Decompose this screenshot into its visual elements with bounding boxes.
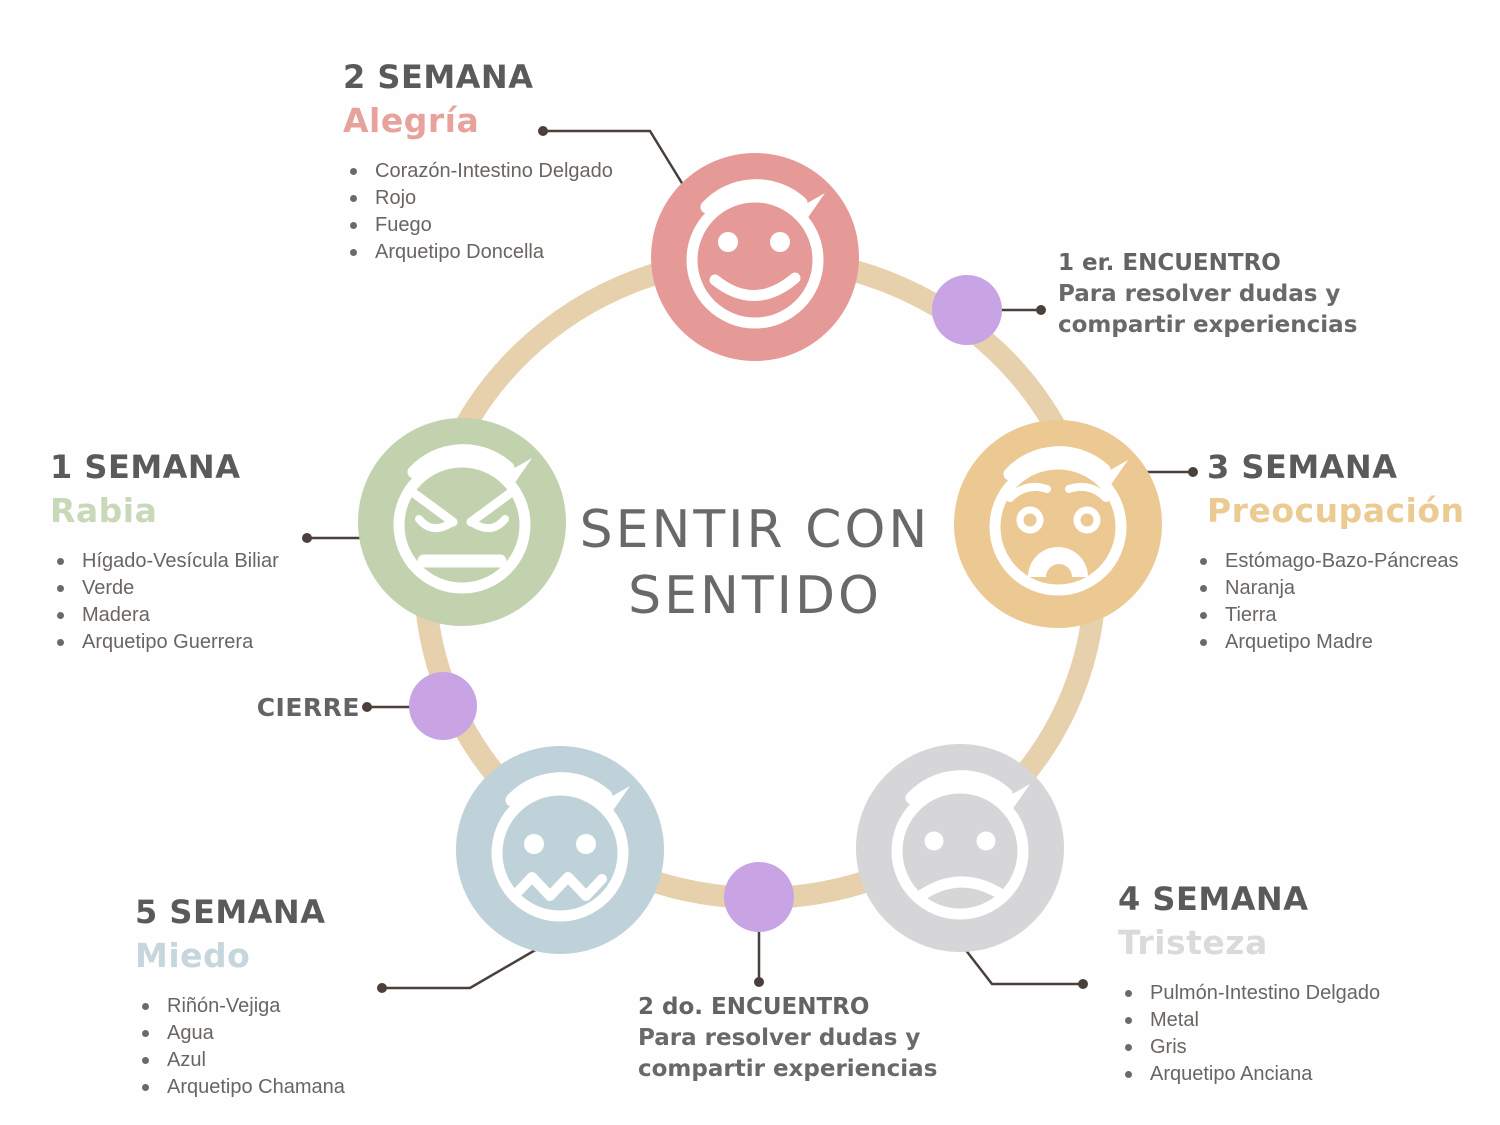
list-item: Azul [135,1047,345,1074]
worried-face-icon [954,420,1162,628]
week-1-title: 1 SEMANA [50,448,241,486]
endpoint-dot [362,702,372,712]
week-4-title: 4 SEMANA [1118,880,1309,918]
list-item: Gris [1118,1034,1380,1061]
week-5-title: 5 SEMANA [135,893,326,931]
week-3-title: 3 SEMANA [1207,448,1398,486]
list-item: Arquetipo Madre [1193,629,1465,656]
milestone-encuentro-1: 1 er. ENCUENTRO Para resolver dudas y co… [1058,248,1357,341]
milestone-dots [409,275,1002,932]
section-week-4: 4 SEMANA Tristeza Pulmón-Intestino Delga… [1118,877,1380,1088]
week-3-emotion: Preocupación [1207,491,1465,530]
connector-alegria [543,129,690,194]
milestone-1-desc-line-1: Para resolver dudas y [1058,281,1341,307]
angry-face-icon [358,418,566,626]
list-item: Pulmón-Intestino Delgado [1118,980,1380,1007]
list-item: Arquetipo Doncella [343,239,613,266]
week-5-items: Riñón-Vejiga Agua Azul Arquetipo Chamana [135,993,345,1101]
milestone-cierre: CIERRE [150,692,360,723]
list-item: Hígado-Vesícula Biliar [50,548,279,575]
list-item: Rojo [343,185,613,212]
list-item: Arquetipo Chamana [135,1074,345,1101]
endpoint-dot [377,983,387,993]
milestone-encuentro-2: 2 do. ENCUENTRO Para resolver dudas y co… [638,992,937,1085]
list-item: Arquetipo Guerrera [50,629,279,656]
week-3-items: Estómago-Bazo-Páncreas Naranja Tierra Ar… [1193,548,1465,656]
list-item: Corazón-Intestino Delgado [343,158,613,185]
milestone-dot-encuentro-1 [932,275,1002,345]
connector-endpoint-dots [302,126,1198,993]
milestone-dot-cierre [409,672,477,740]
section-week-2: 2 SEMANA Alegría Corazón-Intestino Delga… [343,55,613,266]
week-2-emotion: Alegría [343,101,480,140]
week-2-items: Corazón-Intestino Delgado Rojo Fuego Arq… [343,158,613,266]
page-title-line-2: SENTIDO [628,566,882,626]
endpoint-dot [1188,467,1198,477]
endpoint-dot [754,977,764,987]
milestone-cierre-title: CIERRE [256,693,360,722]
list-item: Estómago-Bazo-Páncreas [1193,548,1465,575]
list-item: Madera [50,602,279,629]
milestone-1-title: 1 er. ENCUENTRO [1058,250,1281,276]
week-1-emotion: Rabia [50,491,158,530]
week-4-items: Pulmón-Intestino Delgado Metal Gris Arqu… [1118,980,1380,1088]
endpoint-dot [1036,305,1046,315]
list-item: Agua [135,1020,345,1047]
list-item: Arquetipo Anciana [1118,1061,1380,1088]
section-week-1: 1 SEMANA Rabia Hígado-Vesícula Biliar Ve… [50,445,279,656]
list-item: Fuego [343,212,613,239]
week-2-title: 2 SEMANA [343,58,534,96]
week-5-emotion: Miedo [135,936,251,975]
list-item: Riñón-Vejiga [135,993,345,1020]
milestone-dot-encuentro-2 [724,862,794,932]
endpoint-dot [302,533,312,543]
scared-face-icon [456,746,664,954]
week-4-emotion: Tristeza [1118,923,1268,962]
week-1-items: Hígado-Vesícula Biliar Verde Madera Arqu… [50,548,279,656]
list-item: Metal [1118,1007,1380,1034]
milestone-2-title: 2 do. ENCUENTRO [638,994,870,1020]
page-title: SENTIR CON SENTIDO [455,497,1055,629]
list-item: Tierra [1193,602,1465,629]
milestone-1-desc-line-2: compartir experiencias [1058,312,1358,338]
milestone-2-desc-line-1: Para resolver dudas y [638,1025,921,1051]
happy-face-icon [651,153,859,361]
section-week-5: 5 SEMANA Miedo Riñón-Vejiga Agua Azul Ar… [135,890,345,1101]
list-item: Naranja [1193,575,1465,602]
endpoint-dot [1078,979,1088,989]
connector-tristeza [957,939,1083,986]
sad-face-icon [856,744,1064,952]
section-week-3: 3 SEMANA Preocupación Estómago-Bazo-Pánc… [1193,445,1465,656]
milestone-2-desc-line-2: compartir experiencias [638,1056,938,1082]
endpoint-dot [538,126,548,136]
list-item: Verde [50,575,279,602]
page-title-line-1: SENTIR CON [579,500,931,560]
connector-miedo [382,936,557,990]
